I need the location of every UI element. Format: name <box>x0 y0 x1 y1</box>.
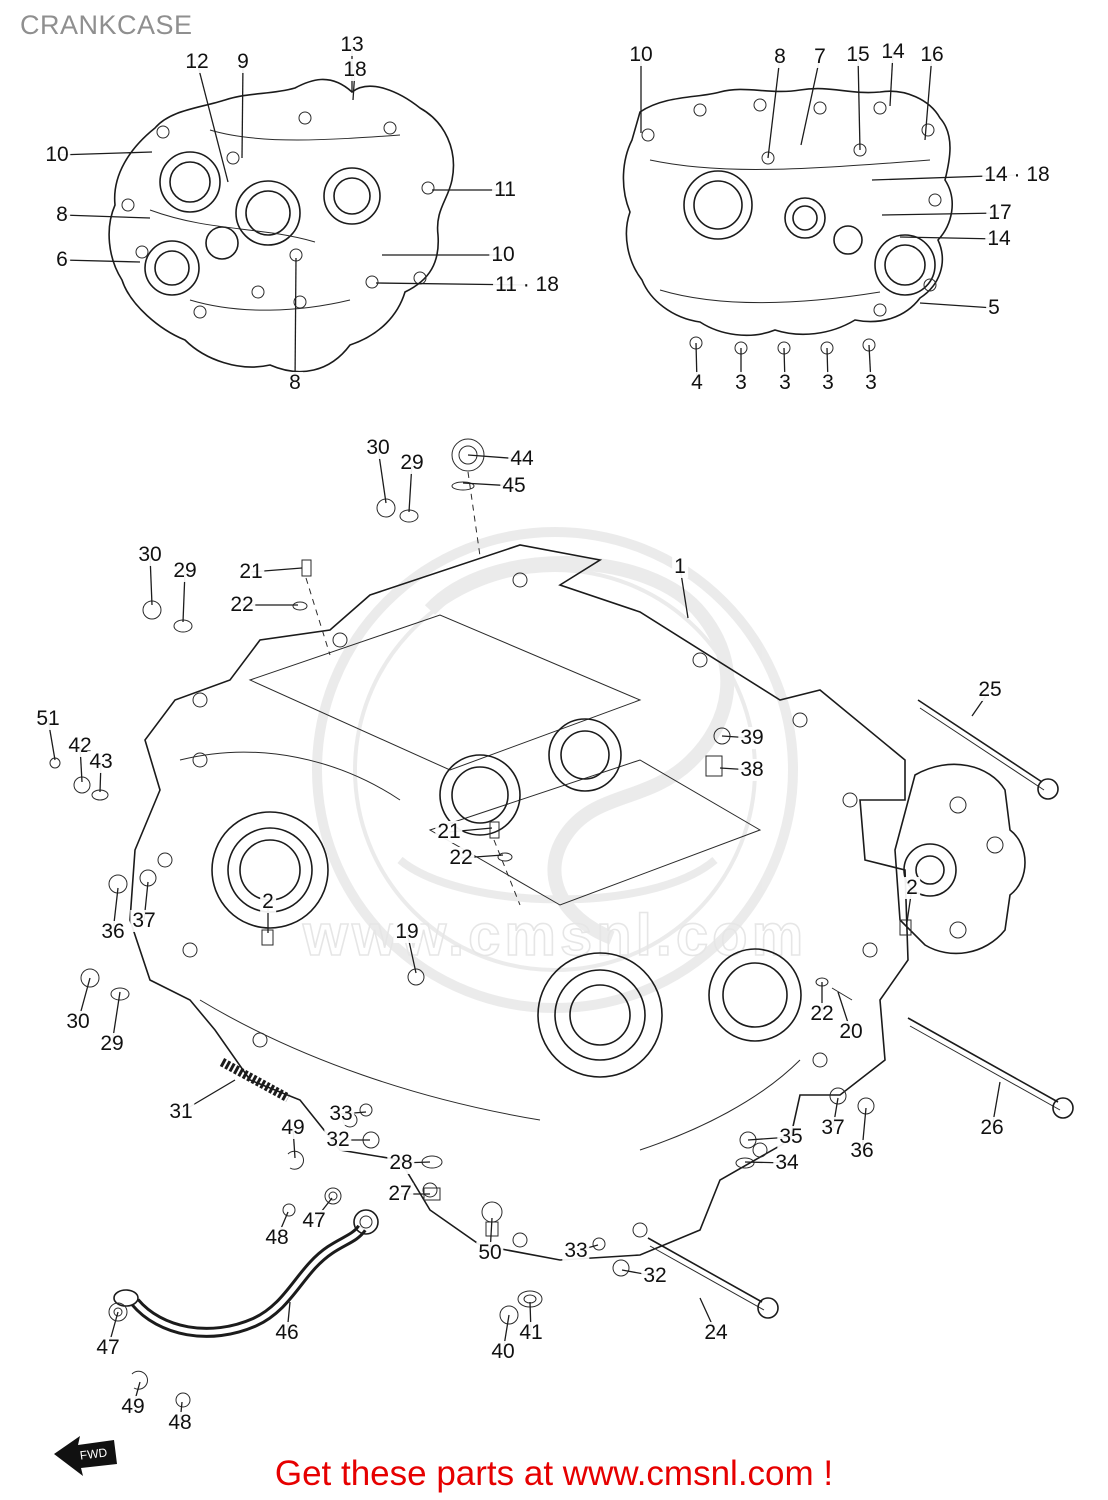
part-callout-51: 51 <box>34 706 62 731</box>
main-crankcase-assembly-drawing <box>49 438 1074 1408</box>
part-callout-10: 10 <box>489 242 517 267</box>
part-callout-20: 20 <box>837 1019 865 1044</box>
part-callout-37: 37 <box>130 908 158 933</box>
part-callout-14: 14 <box>985 226 1013 251</box>
part-callout-37: 37 <box>819 1115 847 1140</box>
part-callout-28: 28 <box>387 1150 415 1175</box>
part-callout-32: 32 <box>641 1263 669 1288</box>
part-callout-39: 39 <box>738 725 766 750</box>
footer-text-suffix: ! <box>813 1454 834 1493</box>
part-callout-3: 3 <box>777 370 793 395</box>
part-callout-22: 22 <box>447 845 475 870</box>
part-callout-22: 22 <box>228 592 256 617</box>
part-callout-48: 48 <box>263 1225 291 1250</box>
right-crankcase-half-drawing <box>622 87 953 355</box>
part-callout-9: 9 <box>235 49 251 74</box>
part-callout-34: 34 <box>773 1150 801 1175</box>
part-callout-27: 27 <box>386 1181 414 1206</box>
part-callout-14-18: 14 · 18 <box>982 162 1052 187</box>
part-callout-3: 3 <box>733 370 749 395</box>
part-callout-18: 18 <box>341 57 369 82</box>
part-callout-6: 6 <box>54 247 70 272</box>
part-callout-32: 32 <box>324 1127 352 1152</box>
part-callout-48: 48 <box>166 1410 194 1435</box>
part-callout-29: 29 <box>98 1031 126 1056</box>
footer-banner: Get these parts at www.cmsnl.com ! <box>0 1454 1108 1494</box>
part-callout-30: 30 <box>136 542 164 567</box>
part-callout-3: 3 <box>863 370 879 395</box>
part-callout-8: 8 <box>54 202 70 227</box>
part-callout-30: 30 <box>64 1009 92 1034</box>
fwd-label: FWD <box>79 1445 108 1462</box>
part-callout-11-18: 11 · 18 <box>493 272 561 297</box>
bolt-25 <box>917 699 1059 800</box>
part-callout-13: 13 <box>338 32 366 57</box>
part-callout-40: 40 <box>489 1339 517 1364</box>
part-callout-7: 7 <box>812 44 828 69</box>
part-callout-1: 1 <box>672 554 688 579</box>
part-callout-31: 31 <box>167 1099 195 1124</box>
part-callout-14: 14 <box>879 39 907 64</box>
fwd-direction-icon: FWD <box>54 1436 117 1476</box>
footer-site-link[interactable]: www.cmsnl.com <box>562 1454 814 1493</box>
part-callout-49: 49 <box>119 1394 147 1419</box>
part-callout-2: 2 <box>904 875 920 900</box>
part-callout-10: 10 <box>43 142 71 167</box>
part-callout-45: 45 <box>500 473 528 498</box>
part-callout-5: 5 <box>986 295 1002 320</box>
bolt-26 <box>907 1017 1074 1119</box>
part-callout-4: 4 <box>689 370 705 395</box>
part-callout-22: 22 <box>808 1001 836 1026</box>
part-callout-30: 30 <box>364 435 392 460</box>
part-callout-16: 16 <box>918 42 946 67</box>
stud-31 <box>219 1058 291 1102</box>
part-callout-26: 26 <box>978 1115 1006 1140</box>
part-callout-19: 19 <box>393 919 421 944</box>
part-callout-38: 38 <box>738 757 766 782</box>
bolt-24 <box>647 1237 779 1319</box>
part-callout-8: 8 <box>287 370 303 395</box>
part-callout-8: 8 <box>772 44 788 69</box>
part-callout-2: 2 <box>260 889 276 914</box>
part-callout-11: 11 <box>492 177 518 202</box>
part-callout-44: 44 <box>508 446 536 471</box>
page-title: CRANKCASE <box>20 10 193 40</box>
part-callout-47: 47 <box>300 1208 328 1233</box>
part-callout-36: 36 <box>848 1138 876 1163</box>
part-callout-46: 46 <box>273 1320 301 1345</box>
part-callout-43: 43 <box>87 749 115 774</box>
part-callout-10: 10 <box>627 42 655 67</box>
oil-pipe-46 <box>113 1209 379 1338</box>
part-callout-15: 15 <box>844 42 872 67</box>
part-callout-25: 25 <box>976 677 1004 702</box>
part-callout-33: 33 <box>327 1101 355 1126</box>
part-callout-12: 12 <box>183 49 211 74</box>
footer-text-prefix: Get these parts at <box>274 1454 563 1493</box>
part-callout-36: 36 <box>99 919 127 944</box>
part-callout-21: 21 <box>435 819 463 844</box>
part-callout-42: 42 <box>66 733 94 758</box>
part-callout-50: 50 <box>476 1240 504 1265</box>
part-callout-29: 29 <box>398 450 426 475</box>
part-callout-47: 47 <box>94 1335 122 1360</box>
part-callout-41: 41 <box>517 1320 545 1345</box>
left-crankcase-half-drawing <box>108 78 455 373</box>
part-callout-29: 29 <box>171 558 199 583</box>
part-callout-24: 24 <box>702 1320 730 1345</box>
part-callout-35: 35 <box>777 1124 805 1149</box>
part-callout-49: 49 <box>279 1115 307 1140</box>
watermark-text: www.cmsnl.com <box>302 903 807 968</box>
part-callout-21: 21 <box>237 559 265 584</box>
small-hardware-glyphs <box>49 438 912 1408</box>
part-callout-17: 17 <box>986 200 1014 225</box>
part-callout-3: 3 <box>820 370 836 395</box>
part-callout-33: 33 <box>562 1238 590 1263</box>
